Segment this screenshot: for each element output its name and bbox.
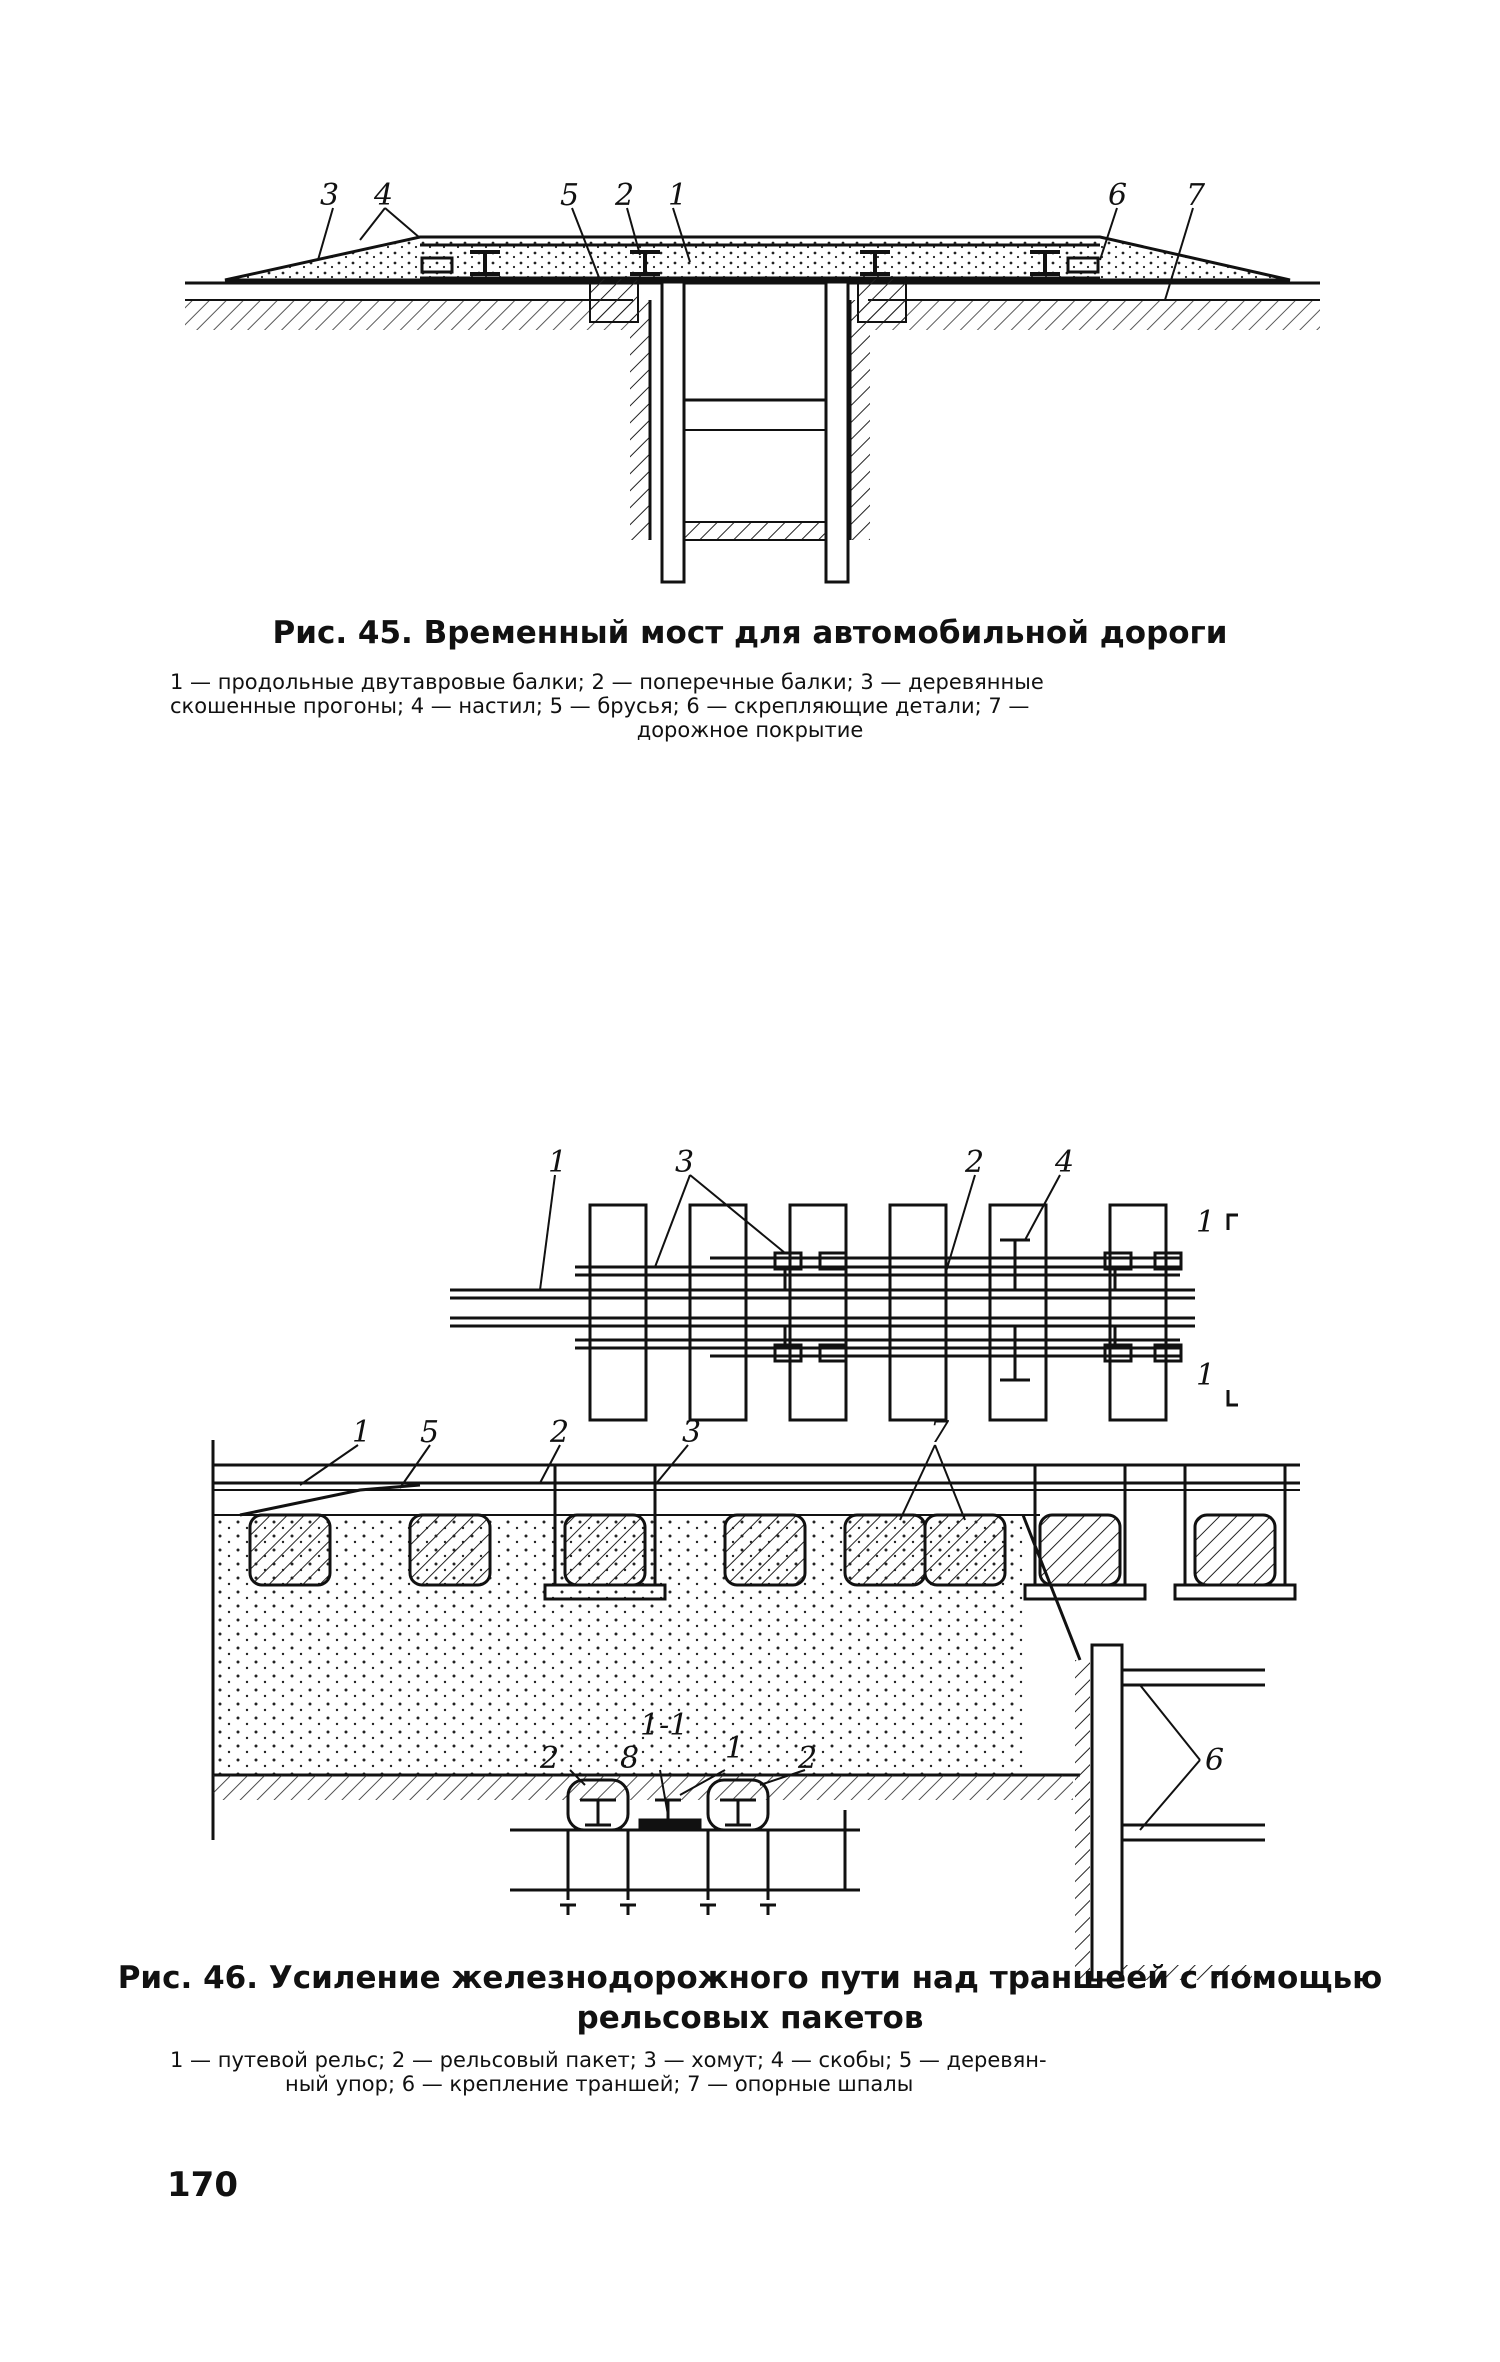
fig46-plan-label-4: 4 (1054, 1145, 1074, 1180)
fig46-section-mark-top: 1 (1196, 1205, 1215, 1240)
fig46-plan-clamps (773, 1238, 1183, 1382)
fig45-legend: 1 — продольные двутавровые балки; 2 — по… (170, 670, 1330, 742)
fig46-section (510, 1778, 860, 1915)
page-number: 170 (167, 2165, 238, 2205)
fig46-title-line1: Рис. 46. Усиление железнодорожного пути … (117, 1960, 1383, 1996)
fig46-section-marks (1226, 1213, 1238, 1407)
fig46-section-title: 1-1 (640, 1708, 688, 1743)
fig46-legend-line1: 1 — путевой рельс; 2 — рельсовый пакет; … (170, 2048, 1047, 2072)
fig46-section-label-2b: 2 (797, 1741, 817, 1776)
fig45-trench (630, 280, 870, 584)
fig45-label-3: 3 (320, 178, 339, 213)
fig46-drawing: 1 3 2 4 1 1 1 5 2 3 7 6 1-1 2 8 1 2 (211, 1145, 1300, 1982)
fig45-legend-line1: 1 — продольные двутавровые балки; 2 — по… (170, 670, 1044, 694)
fig45-label-4: 4 (373, 178, 393, 213)
fig46-plan-label-1: 1 (548, 1145, 567, 1180)
fig46-legend-line2: ный упор; 6 — крепление траншей; 7 — опо… (285, 2072, 914, 2096)
fig46-elev-label-3: 3 (682, 1415, 701, 1450)
fig46-title-line2: рельсовых пакетов (576, 2000, 924, 2036)
fig45-label-6: 6 (1108, 178, 1127, 213)
fig46-legend: 1 — путевой рельс; 2 — рельсовый пакет; … (170, 2048, 1330, 2096)
fig46-elev-label-7: 7 (930, 1415, 950, 1450)
fig46-section-label-8: 8 (620, 1741, 639, 1776)
fig45-legend-line2: скошенные прогоны; 4 — настил; 5 — брусь… (170, 694, 1030, 718)
fig46-section-label-1: 1 (725, 1731, 744, 1766)
fig45-label-2: 2 (614, 178, 634, 213)
fig45-leaders (317, 207, 1194, 301)
fig46-leaders (299, 1174, 1201, 1831)
fig45-drawing: 3 4 5 2 1 6 7 (185, 178, 1320, 584)
fig46-section-mark-bottom: 1 (1196, 1358, 1215, 1393)
fig46-elev-label-2: 2 (549, 1415, 569, 1450)
fig46-elev-label-1: 1 (352, 1415, 371, 1450)
fig46-section-label-2a: 2 (539, 1741, 559, 1776)
fig45-legend-line3: дорожное покрытие (636, 718, 864, 742)
fig46-elevation (211, 1440, 1300, 1982)
fig45-ground (185, 281, 1320, 330)
fig45-title: Рис. 45. Временный мост для автомобильно… (272, 615, 1228, 651)
fig46-plan (450, 1203, 1195, 1422)
fig45-label-1: 1 (668, 178, 687, 213)
fig46-plan-label-3: 3 (675, 1145, 694, 1180)
fig46-title: Рис. 46. Усиление железнодорожного пути … (0, 1958, 1500, 2038)
fig45-label-7: 7 (1186, 178, 1206, 213)
fig46-plan-label-2: 2 (964, 1145, 984, 1180)
fig46-elev-label-5: 5 (420, 1415, 439, 1450)
fig45-label-5: 5 (560, 178, 579, 213)
fig46-elev-label-6: 6 (1205, 1743, 1224, 1778)
